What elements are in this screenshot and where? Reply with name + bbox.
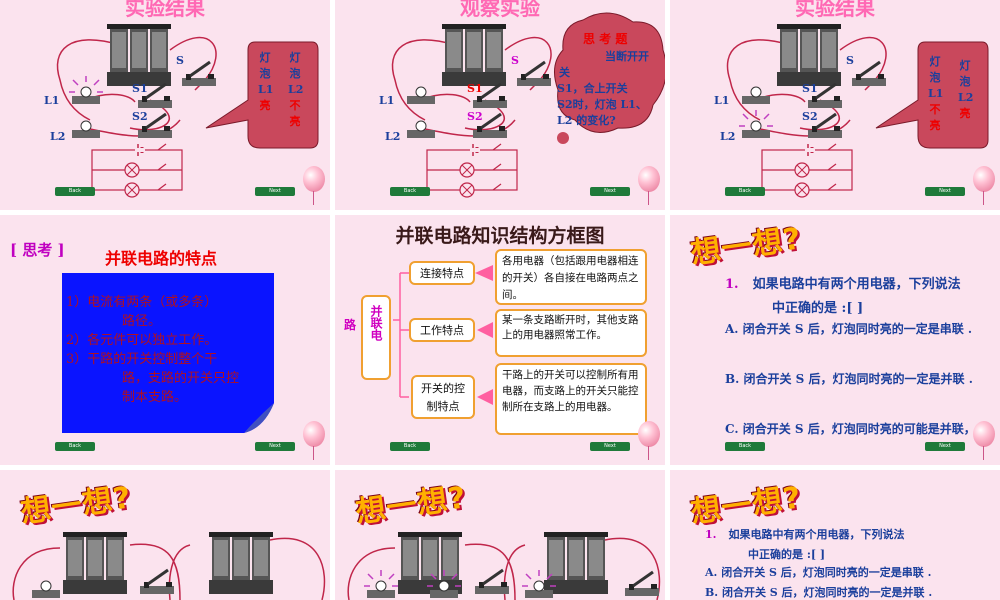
option-a: A. 闭合开关 S 后，灯泡同时亮的一定是串联 . [705, 566, 932, 579]
lamp-label-l1: L1 [379, 94, 395, 107]
bubble-text-2: 关 [559, 66, 570, 79]
slide-thumbnail-9[interactable]: 想一想? 1.如果电路中有两个用电器，下列说法 中正确的是 :[ ] A. 闭合… [670, 470, 1000, 600]
circuit-diagram [391, 24, 553, 199]
switch-label-s: S [176, 54, 184, 67]
balloon-icon [973, 421, 995, 460]
slide-title: 并联电路的特点 [105, 249, 218, 268]
callout-bubble-shape [205, 41, 319, 149]
lamp-label-l2: L2 [720, 130, 736, 143]
next-button[interactable]: Next [590, 442, 630, 451]
option-b: B. 闭合开关 S 后，灯泡同时亮的一定是并联 . [725, 372, 973, 386]
node-operation: 工作特点 [409, 318, 475, 342]
back-button[interactable]: Back [390, 187, 430, 196]
slide-title: 观察实验 [460, 0, 540, 20]
option-a: A. 闭合开关 S 后，灯泡同时亮的一定是串联 . [725, 322, 973, 336]
page-curl-icon [244, 403, 274, 433]
bubble-text-4: S2时，灯泡 L1、 [557, 98, 647, 111]
lamp-label-l1: L1 [44, 94, 60, 107]
back-button[interactable]: Back [725, 187, 765, 196]
back-button[interactable]: Back [725, 442, 765, 451]
think-tag: [ 思考 ] [10, 241, 65, 259]
slide-thumbnail-6[interactable]: 想一想? 1.如果电路中有两个用电器，下列说法 中正确的是 :[ ] A. 闭合… [670, 215, 1000, 465]
callout-bubble-shape [875, 41, 989, 149]
bubble-text-1: 当断开开 [605, 50, 649, 63]
lamp-label-l1: L1 [714, 94, 730, 107]
switch-label-s2: S2 [132, 110, 148, 123]
slide-title: 实验结果 [795, 0, 875, 20]
connector-lines [393, 265, 493, 405]
question-line-2: 中正确的是 :[ ] [748, 548, 826, 561]
slide-thumbnail-8[interactable]: 想一想? [335, 470, 665, 600]
feature-item-3-cont: 路，支路的开关只控 [122, 371, 240, 386]
think-heading: 想一想? [688, 480, 804, 531]
feature-item-3: 3）干路的开关控制整个干 [66, 352, 218, 367]
question-line-1: 1.如果电路中有两个用电器，下列说法 [705, 528, 905, 541]
node-connection: 连接特点 [409, 261, 475, 285]
question-line-1: 1.如果电路中有两个用电器，下列说法 [725, 277, 961, 292]
option-c: C. 闭合开关 S 后，灯泡同时亮的可能是并联， [725, 422, 976, 436]
feature-item-1: 1）电流有两条（或多条） [66, 295, 218, 310]
bubble-text-3: S1，合上开关 [557, 82, 628, 95]
feature-list: 1）电流有两条（或多条） 路径。 2）各元件可以独立工作。 3）干路的开关控制整… [66, 293, 276, 407]
next-button[interactable]: Next [925, 442, 965, 451]
balloon-icon [303, 421, 325, 460]
slide-title: 并联电路知识结构方框图 [395, 225, 605, 247]
back-button[interactable]: Back [55, 442, 95, 451]
circuit-diagram [56, 24, 218, 199]
thought-bubble-shape [553, 12, 665, 144]
back-button[interactable]: Back [390, 442, 430, 451]
switch-label-s1: S1 [132, 82, 148, 95]
next-button[interactable]: Next [255, 187, 295, 196]
lamp-label-l2: L2 [385, 130, 401, 143]
switch-label-s1: S1 [802, 82, 818, 95]
slide-thumbnail-4[interactable]: [ 思考 ] 并联电路的特点 1）电流有两条（或多条） 路径。 2）各元件可以独… [0, 215, 330, 465]
lamp-label-l2: L2 [50, 130, 66, 143]
next-button[interactable]: Next [590, 187, 630, 196]
circuit-diagrams [347, 532, 661, 600]
balloon-icon [973, 166, 995, 205]
root-node-label: 并联电 [369, 305, 383, 341]
switch-label-s2: S2 [802, 110, 818, 123]
switch-label-s1: S1 [467, 82, 483, 95]
feature-box [62, 273, 274, 433]
desc-operation: 某一条支路断开时，其他支路上的用电器照常工作。 [495, 309, 647, 357]
slide-thumbnail-7[interactable]: 想一想? [0, 470, 330, 600]
switch-label-s2: S2 [467, 110, 483, 123]
switch-label-s: S [846, 54, 854, 67]
desc-switch-control: 干路上的开关可以控制所有用电器，而支路上的开关只能控制所在支路上的用电器。 [495, 363, 647, 435]
next-button[interactable]: Next [255, 442, 295, 451]
node-switch-control: 开关的控制特点 [411, 375, 475, 419]
slide-thumbnail-2[interactable]: 观察实验 S S1 S2 L1 L2 思 考 题 当断开开 关 S1，合上开关 … [335, 0, 665, 210]
feature-item-2: 2）各元件可以独立工作。 [66, 333, 218, 348]
desc-connection: 各用电器（包括跟用电器相连的开关）各自接在电路两点之间。 [495, 249, 647, 305]
feature-item-1-cont: 路径。 [122, 314, 162, 329]
slide-title: 实验结果 [125, 0, 205, 20]
question-line-2: 中正确的是 :[ ] [772, 301, 864, 316]
option-b: B. 闭合开关 S 后，灯泡同时亮的一定是并联 . [705, 586, 933, 599]
circuit-diagram [726, 24, 888, 199]
switch-label-s: S [511, 54, 519, 67]
root-node: 路 并联电 [344, 295, 391, 380]
balloon-icon [303, 166, 325, 205]
bubble-heading: 思 考 题 [583, 32, 628, 46]
next-button[interactable]: Next [925, 187, 965, 196]
circuit-diagrams [12, 532, 326, 600]
balloon-icon [638, 421, 660, 460]
back-button[interactable]: Back [55, 187, 95, 196]
think-heading: 想一想? [688, 221, 804, 272]
slide-thumbnail-5[interactable]: 并联电路知识结构方框图 路 并联电 连接特点 工作特点 开关的控制特点 各用电器… [335, 215, 665, 465]
balloon-icon [638, 166, 660, 205]
feature-item-3-cont2: 制本支路。 [122, 390, 188, 405]
bubble-text-5: L2 的变化? [557, 114, 616, 127]
